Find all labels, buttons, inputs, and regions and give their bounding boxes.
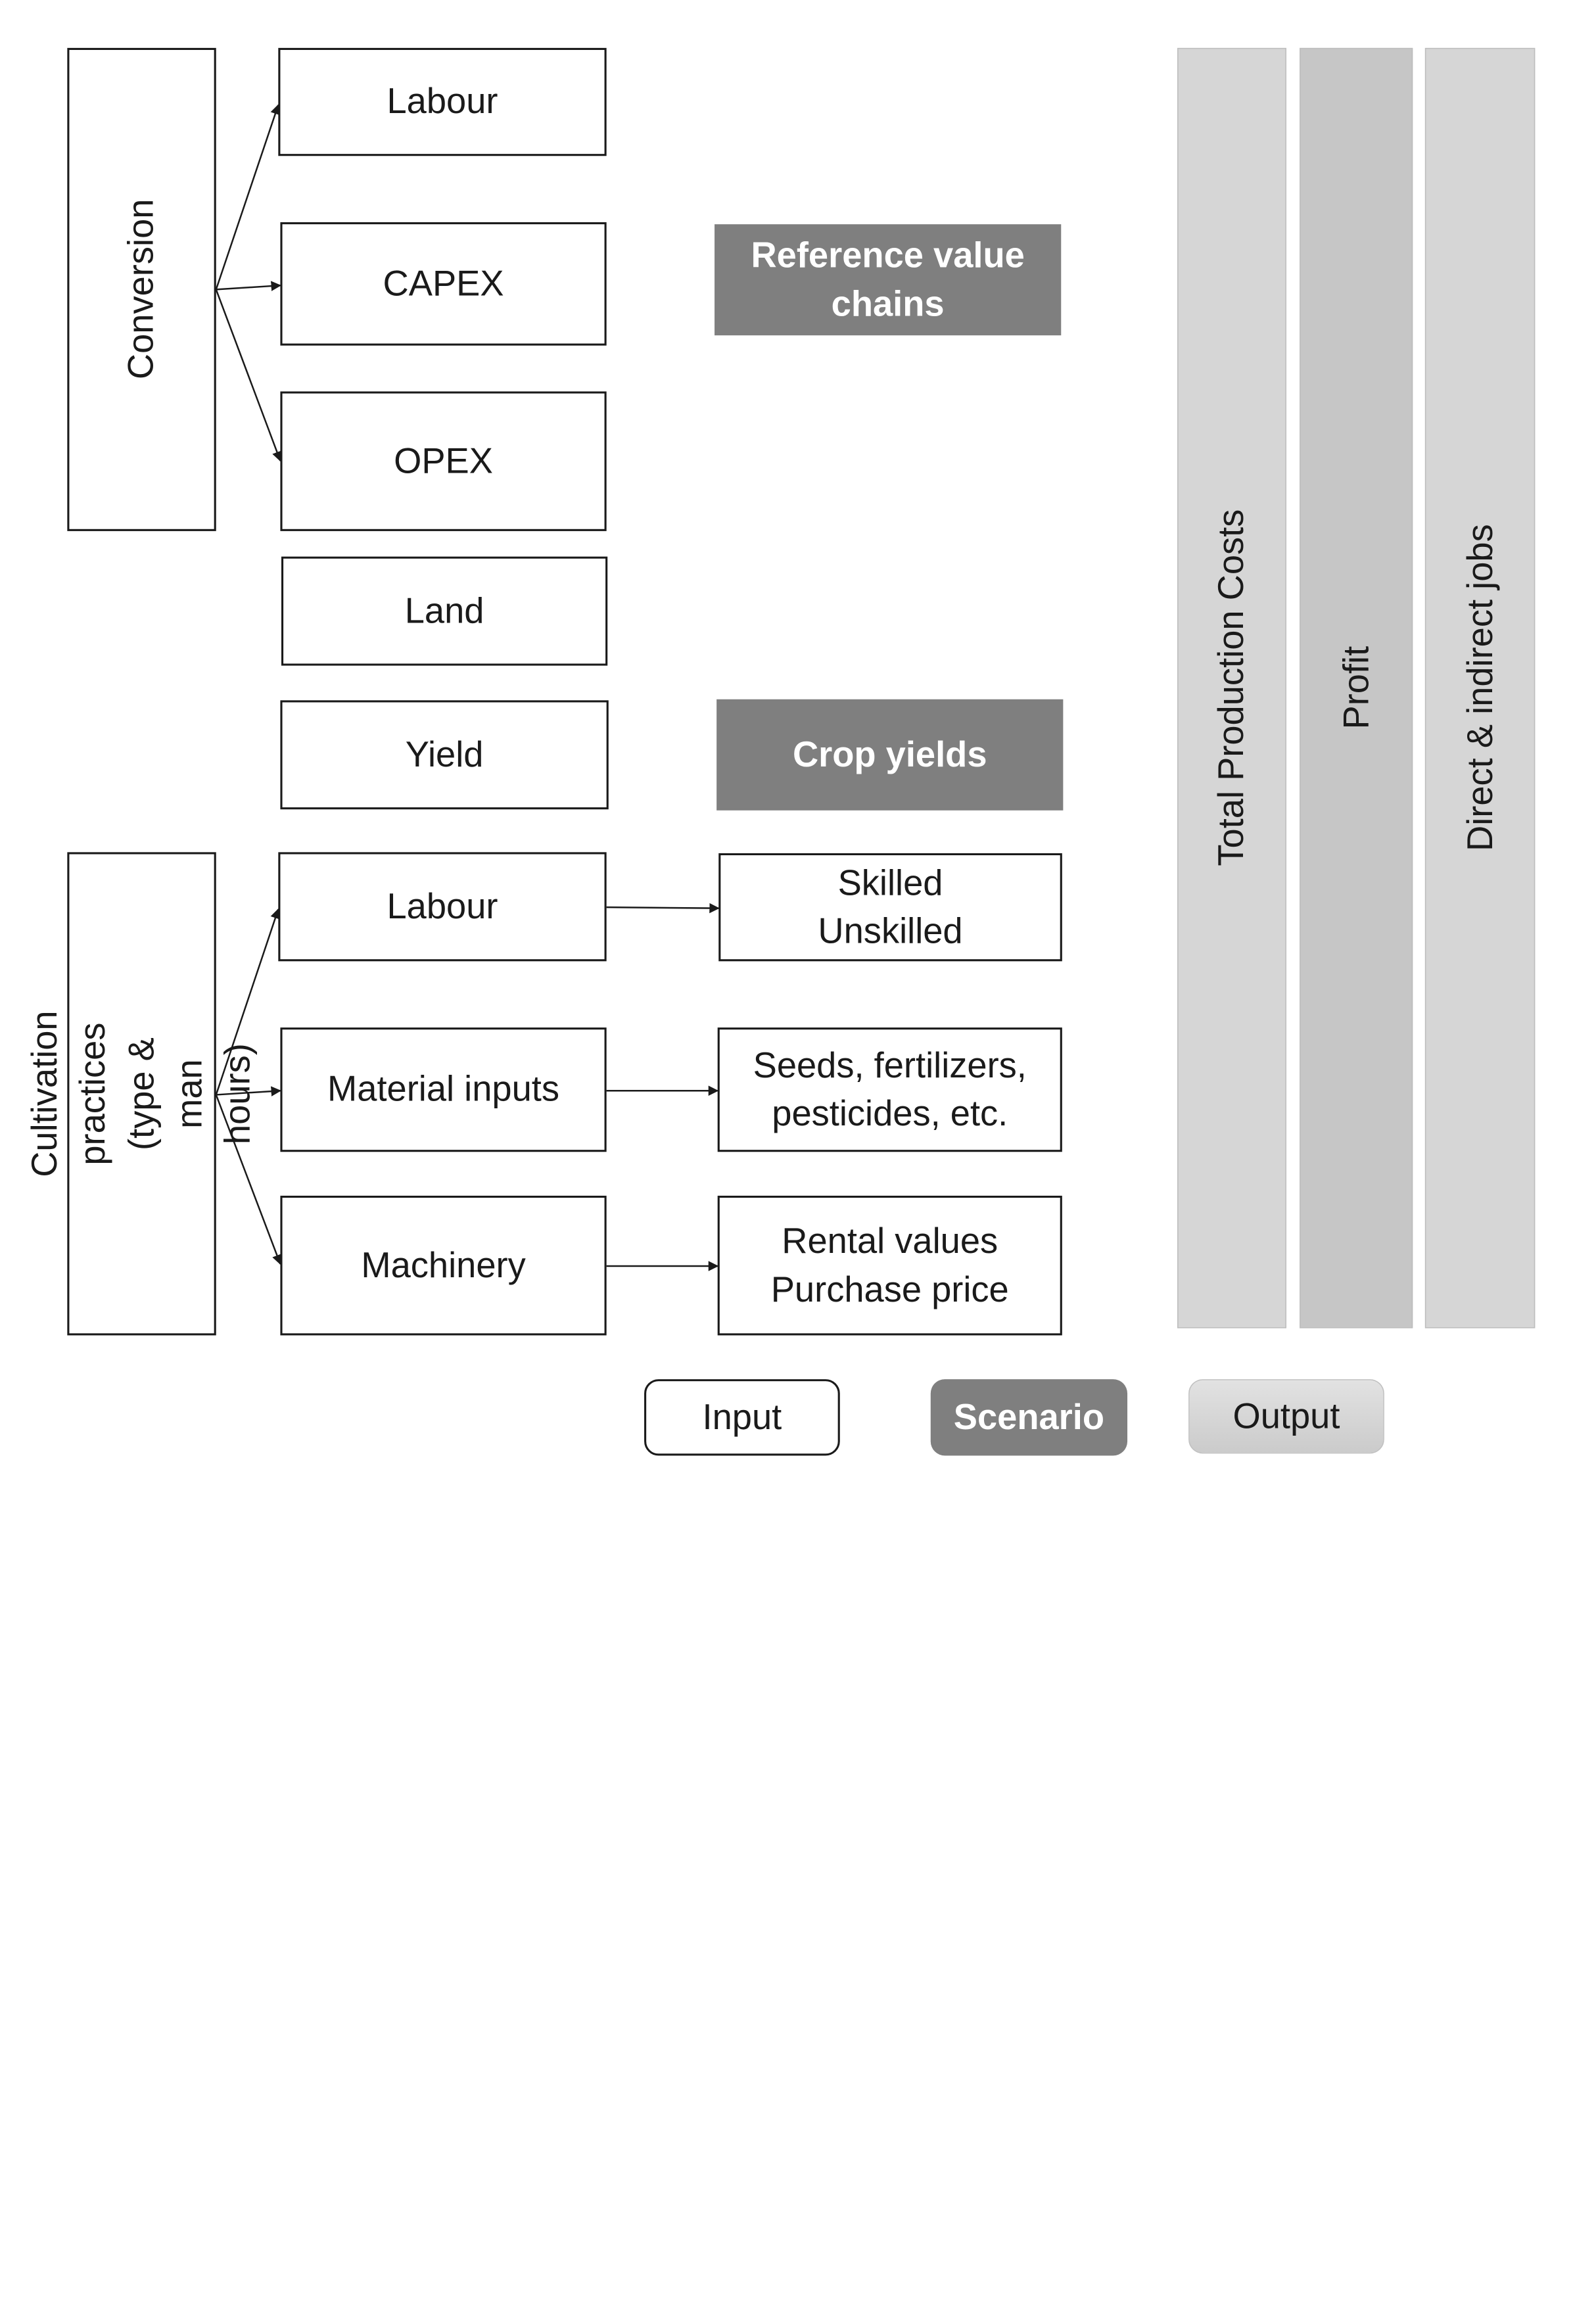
direct-indirect-jobs-column: Direct & indirect jobs <box>1424 47 1536 1329</box>
arrow-cultivation-to-machinery <box>215 1094 282 1265</box>
legend-scenario: Scenario <box>930 1379 1128 1456</box>
legend-scenario-label: Scenario <box>953 1397 1105 1437</box>
cultivation-group-box: Cultivation practices (type & man hours) <box>26 852 258 1336</box>
material-inputs-box: Material inputs <box>280 1027 607 1152</box>
arrow-conversion-to-labour <box>215 104 281 290</box>
labour-skill-label: Skilled Unskilled <box>818 863 963 951</box>
yield-label: Yield <box>405 734 484 775</box>
machinery-details-box: Rental values Purchase price <box>717 1195 1062 1336</box>
labour-skill-box: Skilled Unskilled <box>718 853 1062 962</box>
labour-cultivation-label: Labour <box>387 886 498 927</box>
land-label: Land <box>404 591 484 631</box>
crop-yields-label: Crop yields <box>792 734 987 775</box>
material-details-label: Seeds, fertilizers, pesticides, etc. <box>753 1045 1027 1134</box>
legend-output-label: Output <box>1232 1396 1340 1436</box>
legend-input: Input <box>644 1379 840 1456</box>
arrow-cultivation-to-material <box>216 1086 281 1096</box>
total-production-costs-column: Total Production Costs <box>1177 47 1286 1329</box>
material-details-box: Seeds, fertilizers, pesticides, etc. <box>717 1027 1062 1152</box>
capex-label: CAPEX <box>383 264 504 304</box>
legend-output: Output <box>1188 1379 1384 1454</box>
labour-conversion-label: Labour <box>387 82 498 122</box>
opex-box: OPEX <box>280 391 607 531</box>
labour-cultivation-box: Labour <box>278 852 607 962</box>
machinery-details-label: Rental values Purchase price <box>770 1221 1009 1309</box>
machinery-label: Machinery <box>361 1245 526 1286</box>
crop-yields-box: Crop yields <box>716 699 1064 811</box>
profit-column: Profit <box>1300 47 1413 1329</box>
conversion-group-box: Conversion <box>67 47 216 531</box>
connector-arrows <box>215 104 720 1271</box>
arrow-conversion-to-opex <box>215 289 282 462</box>
reference-value-chains-label: Reference value chains <box>751 235 1025 324</box>
arrow-labour-to-skill <box>606 903 720 914</box>
opex-label: OPEX <box>394 441 493 481</box>
arrow-conversion-to-capex <box>216 281 281 291</box>
machinery-box: Machinery <box>280 1195 607 1336</box>
reference-value-chains-box: Reference value chains <box>715 224 1062 336</box>
labour-conversion-box: Labour <box>278 47 607 156</box>
arrow-cultivation-to-labour <box>215 908 281 1095</box>
yield-box: Yield <box>280 700 609 810</box>
capex-box: CAPEX <box>280 222 607 346</box>
land-box: Land <box>281 556 608 666</box>
material-inputs-label: Material inputs <box>327 1070 560 1110</box>
legend-input-label: Input <box>702 1397 782 1437</box>
